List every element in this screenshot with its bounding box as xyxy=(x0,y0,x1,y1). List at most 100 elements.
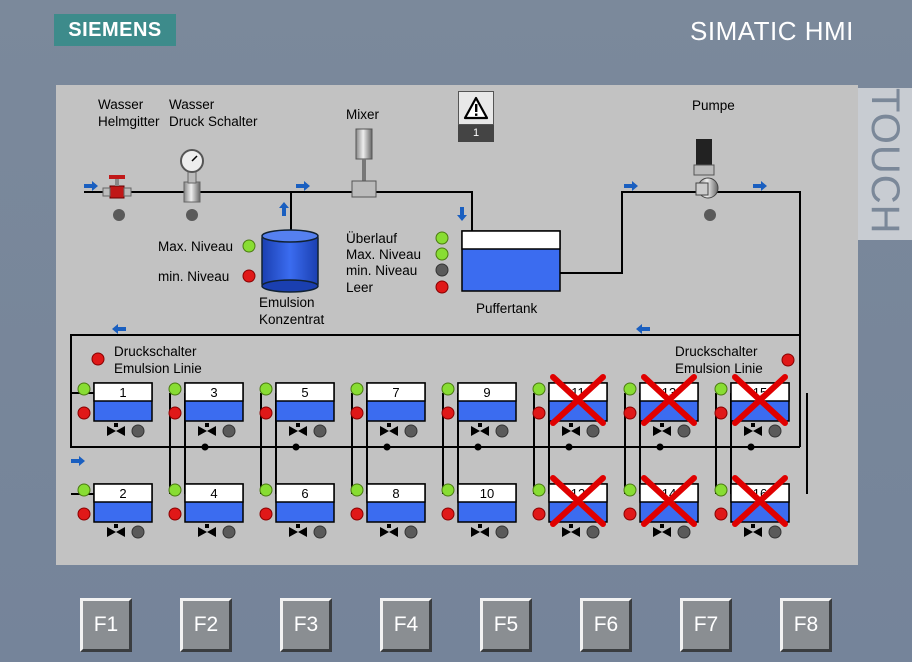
disabled-cross-icon xyxy=(732,374,788,426)
station-4[interactable]: 4 xyxy=(168,483,244,539)
label: Wasser xyxy=(169,97,215,112)
function-key-f3[interactable]: F3 xyxy=(280,598,332,652)
station-14[interactable]: 14 xyxy=(623,475,699,539)
disabled-cross-icon xyxy=(641,475,697,527)
siemens-logo: SIEMENS xyxy=(54,14,176,46)
label: Emulsion xyxy=(259,295,315,310)
station-12[interactable]: 12 xyxy=(532,475,608,539)
level-led xyxy=(441,507,455,521)
disabled-cross-icon xyxy=(550,374,606,426)
station-5[interactable]: 5 xyxy=(259,382,335,438)
status-led xyxy=(313,424,327,438)
level-led xyxy=(259,483,273,497)
station-15[interactable]: 15 xyxy=(714,374,790,438)
function-key-f6[interactable]: F6 xyxy=(580,598,632,652)
status-led xyxy=(768,424,782,438)
valve-icon xyxy=(289,426,307,436)
level-led xyxy=(168,406,182,420)
station-11[interactable]: 11 xyxy=(532,374,608,438)
status-led xyxy=(704,209,716,221)
function-key-f4[interactable]: F4 xyxy=(380,598,432,652)
level-led xyxy=(441,382,455,396)
valve-icon xyxy=(744,527,762,537)
level-led xyxy=(623,382,637,396)
alarm-indicator-button[interactable]: 1 xyxy=(458,91,494,142)
label: Max. Niveau xyxy=(346,247,422,262)
station-16[interactable]: 16 xyxy=(714,475,790,539)
station-7[interactable]: 7 xyxy=(350,382,426,438)
station-number: 6 xyxy=(301,486,308,501)
label: Mixer xyxy=(346,107,379,122)
status-led xyxy=(404,525,418,539)
level-led xyxy=(168,382,182,396)
status-led xyxy=(495,525,509,539)
function-key-f2[interactable]: F2 xyxy=(180,598,232,652)
pressure-gauge-icon xyxy=(180,149,204,221)
valve-icon xyxy=(198,426,216,436)
label: Puffertank xyxy=(476,301,538,316)
level-led xyxy=(532,382,546,396)
level-led xyxy=(259,406,273,420)
level-led xyxy=(714,406,728,420)
mixer-icon xyxy=(351,128,377,198)
level-led xyxy=(77,483,91,497)
level-led xyxy=(77,406,91,420)
level-led xyxy=(350,483,364,497)
level-led xyxy=(350,406,364,420)
station-3[interactable]: 3 xyxy=(168,382,244,438)
function-key-f5[interactable]: F5 xyxy=(480,598,532,652)
function-key-f8[interactable]: F8 xyxy=(780,598,832,652)
flow-arrow-icon xyxy=(624,181,638,191)
function-key-f7[interactable]: F7 xyxy=(680,598,732,652)
station-2[interactable]: 2 xyxy=(77,483,153,539)
valve-icon xyxy=(562,426,580,436)
status-led xyxy=(313,525,327,539)
alarm-count: 1 xyxy=(458,125,494,142)
valve-icon xyxy=(107,426,125,436)
level-led xyxy=(532,507,546,521)
station-6[interactable]: 6 xyxy=(259,483,335,539)
level-led xyxy=(714,382,728,396)
station-number: 5 xyxy=(301,385,308,400)
label: Helmgitter xyxy=(98,114,160,129)
status-led xyxy=(131,525,145,539)
emulsion-tank xyxy=(261,229,319,293)
level-led xyxy=(259,507,273,521)
junction-dot xyxy=(474,443,482,451)
label: Konzentrat xyxy=(259,312,325,327)
flow-arrow-down-icon xyxy=(457,207,467,221)
level-led xyxy=(441,483,455,497)
station-1[interactable]: 1 xyxy=(77,382,153,438)
status-led xyxy=(677,424,691,438)
junction-dot xyxy=(747,443,755,451)
function-key-f1[interactable]: F1 xyxy=(80,598,132,652)
level-led xyxy=(441,406,455,420)
level-led xyxy=(532,406,546,420)
label: min. Niveau xyxy=(346,263,418,278)
label: Druck Schalter xyxy=(169,114,258,129)
station-10[interactable]: 10 xyxy=(441,483,517,539)
station-number: 4 xyxy=(210,486,217,501)
flow-arrow-icon xyxy=(71,456,85,466)
status-led xyxy=(186,209,198,221)
level-led xyxy=(350,382,364,396)
junction-dot xyxy=(565,443,573,451)
level-led xyxy=(350,507,364,521)
station-13[interactable]: 13 xyxy=(623,374,699,438)
level-led xyxy=(714,483,728,497)
station-8[interactable]: 8 xyxy=(350,483,426,539)
label: Emulsion Linie xyxy=(675,361,763,376)
status-led xyxy=(586,525,600,539)
label: Überlauf xyxy=(346,231,398,246)
flow-arrow-icon xyxy=(753,181,767,191)
label: Pumpe xyxy=(692,98,735,113)
water-valve-icon xyxy=(102,175,132,221)
station-9[interactable]: 9 xyxy=(441,382,517,438)
level-led xyxy=(714,507,728,521)
warning-icon xyxy=(458,91,494,125)
disabled-cross-icon xyxy=(550,475,606,527)
valve-icon xyxy=(653,527,671,537)
status-led xyxy=(495,424,509,438)
